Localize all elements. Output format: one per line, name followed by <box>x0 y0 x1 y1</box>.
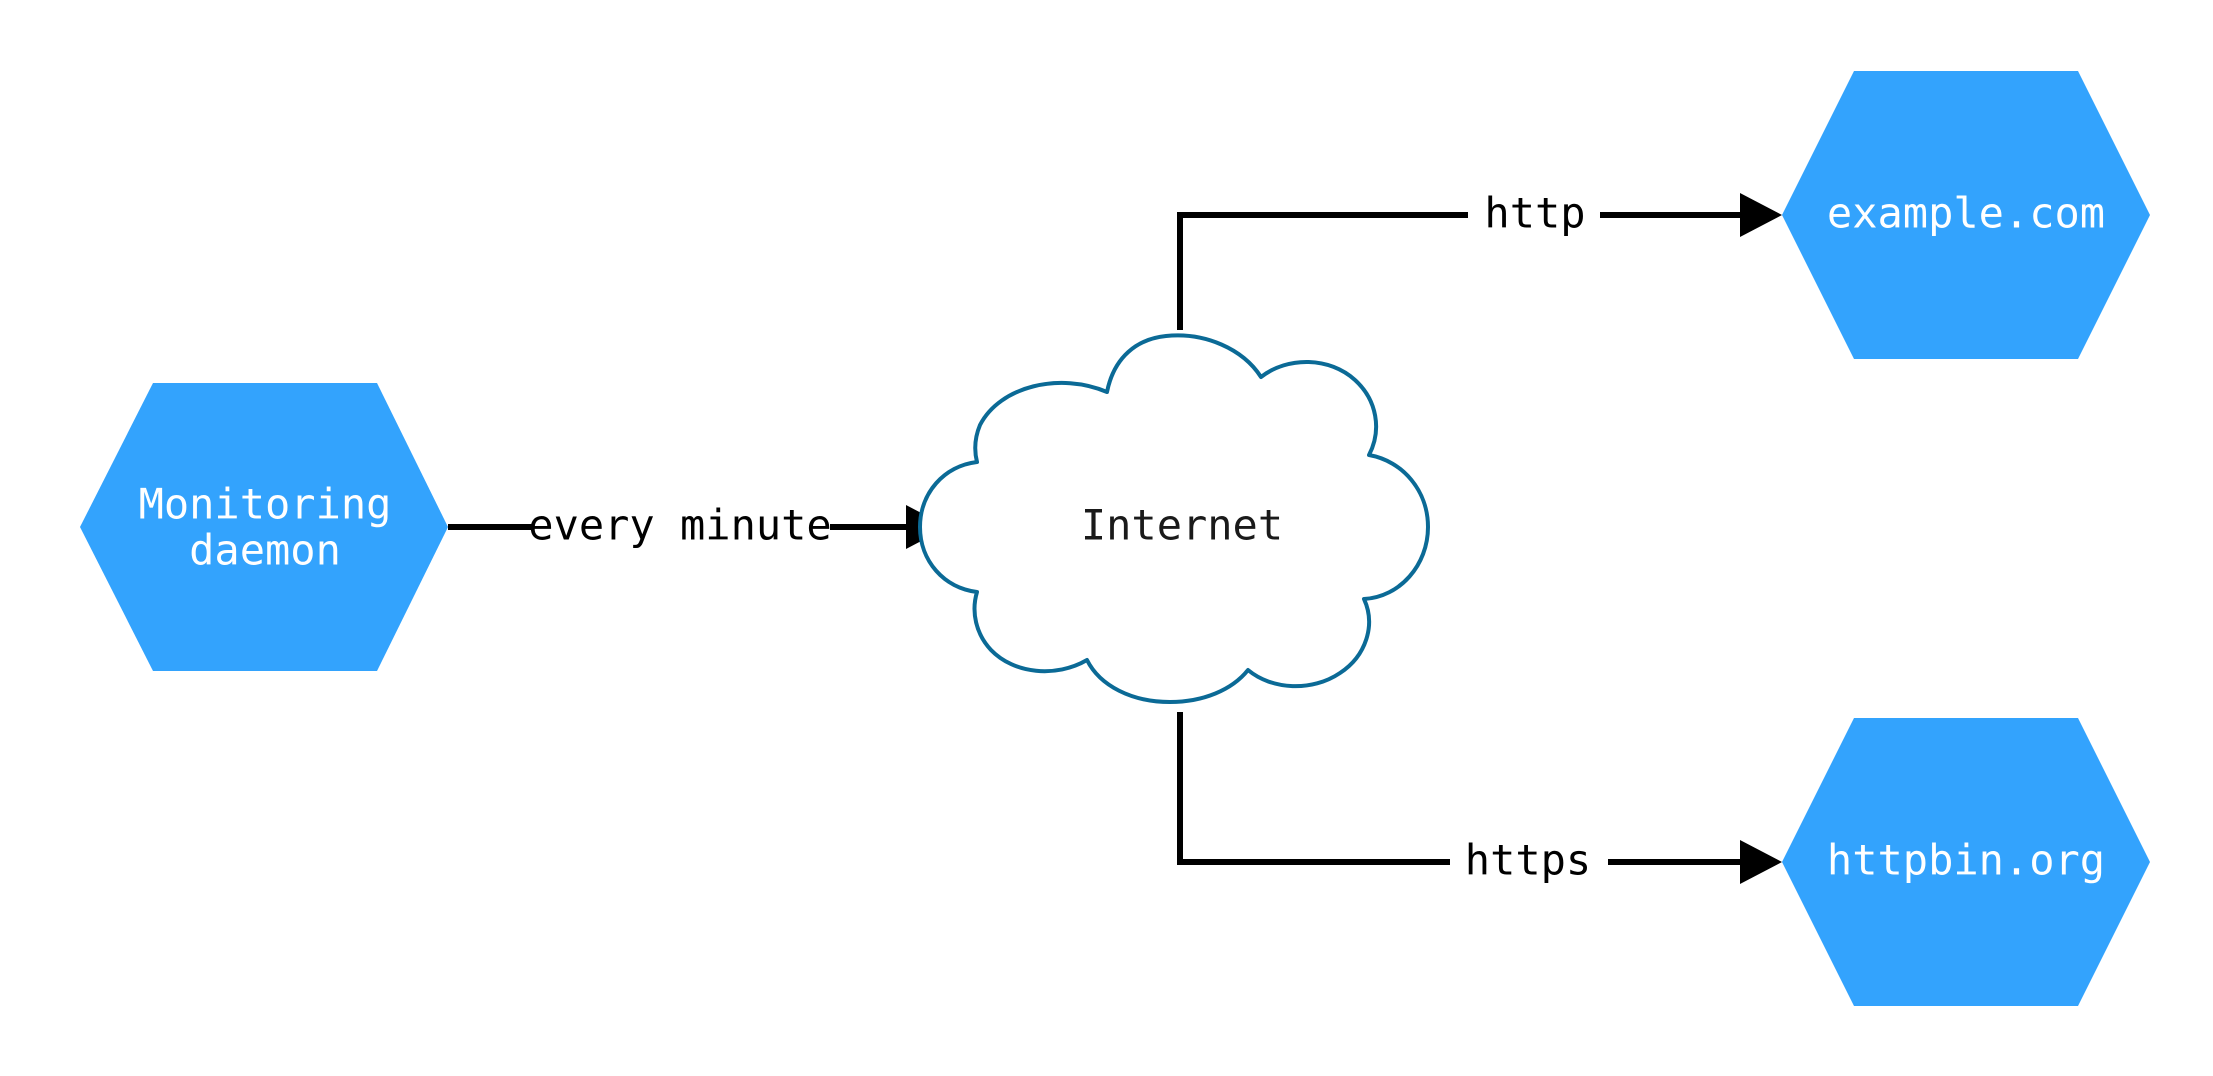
node-monitoring-daemon[interactable]: Monitoring daemon <box>80 383 448 671</box>
edge-internet-to-example <box>1177 193 1782 330</box>
node-label-line1: Monitoring <box>139 480 392 529</box>
node-httpbin-org[interactable]: httpbin.org <box>1782 718 2150 1006</box>
hexagon-shape <box>80 383 448 671</box>
edge-label-http: http <box>1484 189 1585 238</box>
node-label-internet: Internet <box>1081 501 1283 550</box>
edge-elbow-bottom <box>1177 712 1450 865</box>
hexagon-shape <box>1782 718 2150 1006</box>
node-label-httpbin-org: httpbin.org <box>1827 836 2105 885</box>
hexagon-shape <box>1782 71 2150 359</box>
edge-elbow-top <box>1177 212 1468 330</box>
node-internet-cloud[interactable]: Internet <box>918 333 1430 704</box>
arrowhead-icon <box>1740 193 1782 237</box>
node-label-example-com: example.com <box>1827 189 2105 238</box>
node-label-line2: daemon <box>189 526 341 575</box>
node-example-com[interactable]: example.com <box>1782 71 2150 359</box>
edge-internet-to-httpbin <box>1177 712 1782 884</box>
arrowhead-icon <box>1740 840 1782 884</box>
cloud-shape <box>918 333 1430 704</box>
edge-label-every-minute: every minute <box>528 501 831 550</box>
edge-label-https: https <box>1465 836 1591 885</box>
